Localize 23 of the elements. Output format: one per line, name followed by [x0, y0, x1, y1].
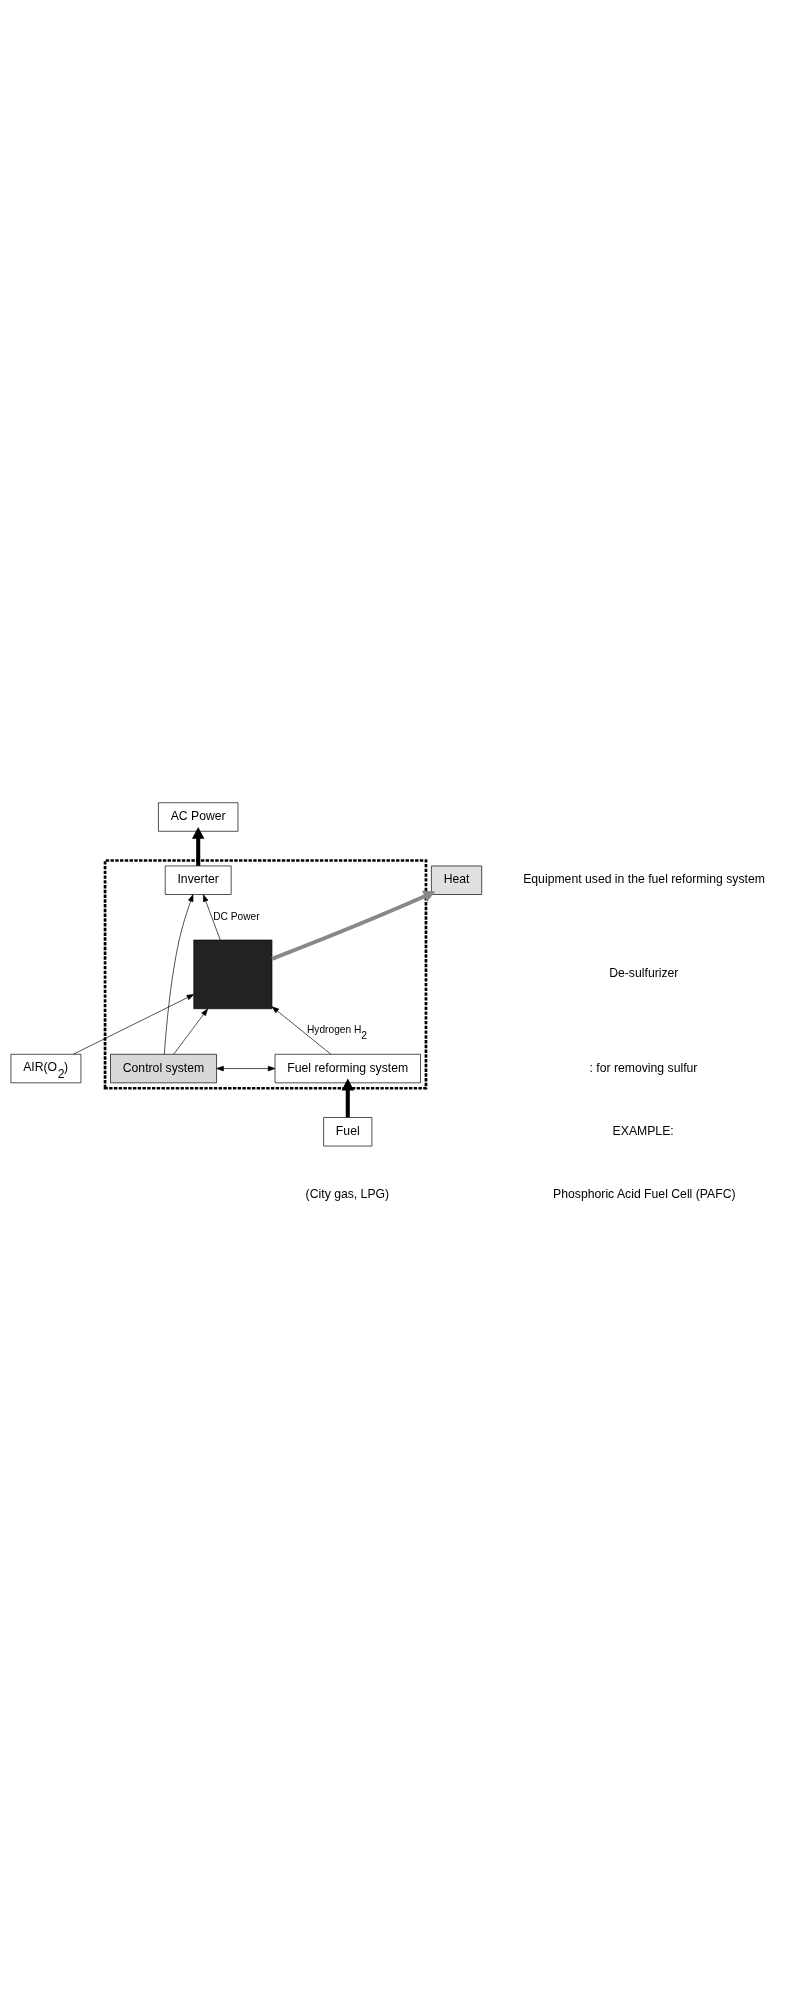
arrow: [271, 890, 436, 961]
node-box: AC Power: [158, 801, 239, 832]
arrow: [191, 826, 205, 866]
label: : for removing sulfur: [589, 1060, 698, 1075]
arrow: [341, 1078, 354, 1117]
label: Equipment used in the fuel reforming system: [523, 871, 765, 886]
node-box: [193, 939, 273, 1009]
arrow: [164, 893, 194, 1054]
arrow: [271, 1005, 332, 1054]
node-box: Inverter: [164, 865, 232, 895]
label: EXAMPLE:: [612, 1123, 674, 1138]
node-box: Control system: [110, 1053, 217, 1083]
arrow: [216, 1065, 276, 1071]
node-label: (City gas, LPG): [305, 1186, 390, 1201]
arrow: [203, 893, 221, 940]
label: Phosphoric Acid Fuel Cell (PAFC): [553, 1186, 736, 1201]
node-box: Fuel reforming system: [274, 1053, 421, 1083]
label: De-sulfurizer: [609, 965, 679, 980]
node-box: Heat: [431, 865, 483, 895]
edge-label: DC Power: [213, 910, 260, 922]
node-box: Fuel: [323, 1116, 373, 1146]
arrow: [73, 993, 195, 1054]
arrow: [173, 1008, 208, 1054]
